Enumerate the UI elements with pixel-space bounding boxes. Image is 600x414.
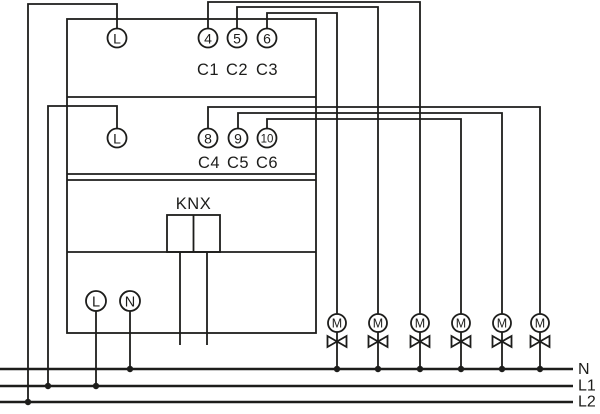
junction-dot [374, 365, 382, 373]
motor-icon [451, 313, 471, 333]
wire-row1-l-to-l2 [27, 3, 118, 402]
terminal-9-icon [227, 127, 249, 149]
motor-icon [410, 313, 430, 333]
terminal-5-icon [226, 27, 248, 49]
valve-icon [529, 334, 551, 349]
mains-label-l2: L2 [578, 394, 596, 411]
device-housing [66, 18, 317, 334]
valve-icon [326, 334, 348, 349]
terminal-10-icon [256, 127, 278, 149]
terminal-9-label: 9 [234, 131, 242, 147]
valve-icon [409, 334, 431, 349]
terminal-6-label: 6 [263, 31, 271, 47]
junction-dot [92, 382, 100, 390]
junction-dot [44, 382, 52, 390]
terminal-power-n-icon [119, 290, 141, 312]
motor-icon [530, 313, 550, 333]
junction-dot [24, 398, 32, 406]
motor-icon [492, 313, 512, 333]
terminal-4-label: 4 [204, 31, 212, 47]
wire-row2-l-to-l1 [47, 105, 118, 386]
junction-dot [536, 365, 544, 373]
terminal-l-row1-icon [106, 27, 128, 49]
power-terminals: L N [85, 290, 141, 312]
motor-valve-2: M [367, 313, 389, 349]
junction-dot [416, 365, 424, 373]
terminal-power-n-label: N [125, 295, 135, 311]
motor-icon [327, 313, 347, 333]
motor-label: M [332, 317, 342, 331]
wire-c5-to-valve5 [237, 112, 503, 369]
mains-label-n: N [578, 361, 590, 378]
junction-dot [333, 365, 341, 373]
channel-label-c4: C4 [198, 154, 220, 172]
knx-bus-connector: KNX [166, 195, 221, 253]
terminal-power-l-icon [85, 290, 107, 312]
channel-label-c3: C3 [256, 61, 278, 79]
junction-dot [498, 365, 506, 373]
motor-label: M [415, 317, 425, 331]
terminal-l-row2-label: L [113, 131, 121, 147]
valve-icon [450, 334, 472, 349]
motor-valve-6: M [529, 313, 551, 349]
wire-c3-to-valve1 [266, 12, 338, 369]
terminal-10-label: 10 [261, 134, 274, 146]
motor-valves: M M M M M M [326, 313, 551, 349]
motor-valve-1: M [326, 313, 348, 349]
channel-label-c1: C1 [197, 61, 219, 79]
terminal-5-label: 5 [233, 31, 241, 47]
terminal-8-label: 8 [204, 131, 212, 147]
motor-label: M [497, 317, 507, 331]
knx-label: KNX [176, 195, 211, 213]
motor-valve-5: M [491, 313, 513, 349]
junction-dot [126, 365, 134, 373]
terminal-4-icon [197, 27, 219, 49]
terminal-l-row2-icon [106, 127, 128, 149]
motor-valve-4: M [450, 313, 472, 349]
valve-icon [491, 334, 513, 349]
wire-c2-to-valve2 [236, 6, 379, 369]
device-outline [66, 18, 317, 334]
junction-dots [24, 365, 544, 406]
wire-c4-to-valve6 [207, 106, 541, 369]
terminal-power-l-label: L [92, 295, 100, 311]
motor-icon [368, 313, 388, 333]
channel-label-c6: C6 [256, 154, 278, 172]
terminal-row-2: L 8 9 10 C4 C5 C6 [106, 127, 278, 172]
channel-label-c2: C2 [226, 61, 248, 79]
wire-c6-to-valve4 [266, 118, 462, 369]
motor-label: M [373, 317, 383, 331]
motor-label: M [535, 317, 545, 331]
valve-icon [367, 334, 389, 349]
mains-label-l1: L1 [578, 378, 596, 395]
junction-dot [457, 365, 465, 373]
channel-label-c5: C5 [227, 154, 249, 172]
terminal-6-icon [256, 27, 278, 49]
terminal-l-row1-label: L [113, 31, 121, 47]
wire-c1-to-valve3 [207, 1, 421, 369]
motor-valve-3: M [409, 313, 431, 349]
mains-lines: N L1 L2 [0, 361, 596, 411]
terminal-8-icon [197, 127, 219, 149]
terminal-row-1: L 4 5 6 C1 C2 C3 [106, 27, 278, 79]
motor-label: M [456, 317, 466, 331]
